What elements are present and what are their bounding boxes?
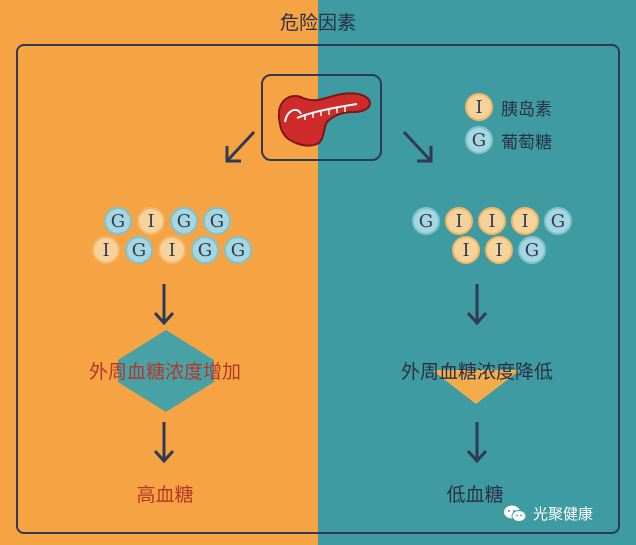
legend-insulin: I 胰岛素 xyxy=(465,93,552,121)
left-bottom-ball: G xyxy=(125,236,153,264)
left-result-label: 高血糖 xyxy=(136,484,194,506)
left-bottom-ball: G xyxy=(224,236,252,264)
right-effect-label: 外周血糖浓度降低 xyxy=(400,361,553,383)
arrow-right-down-2 xyxy=(466,422,488,464)
left-top-ball: G xyxy=(170,207,198,235)
right-bottom-ball: G xyxy=(518,236,546,264)
arrow-pancreas-to-right xyxy=(402,130,433,163)
watermark: 光聚健康 xyxy=(503,503,593,524)
legend-glucose-label: 葡萄糖 xyxy=(501,132,552,153)
left-top-ball: I xyxy=(137,207,165,235)
arrow-pancreas-to-left xyxy=(225,130,256,163)
arrow-left-down-1 xyxy=(153,284,175,326)
legend-insulin-label: 胰岛素 xyxy=(501,99,552,120)
right-top-ball: I xyxy=(478,207,506,235)
pancreas-icon xyxy=(277,92,371,147)
left-top-ball: G xyxy=(203,207,231,235)
right-result-label: 低血糖 xyxy=(446,484,504,506)
right-top-ball: G xyxy=(412,207,440,235)
left-bottom-ball: I xyxy=(158,236,186,264)
right-top-ball: G xyxy=(544,207,572,235)
legend-glucose: G 葡萄糖 xyxy=(465,126,552,154)
left-bottom-ball: I xyxy=(92,236,120,264)
right-bottom-ball: I xyxy=(452,236,480,264)
right-bottom-ball: I xyxy=(485,236,513,264)
right-top-ball: I xyxy=(511,207,539,235)
left-bottom-ball: G xyxy=(191,236,219,264)
arrow-left-down-2 xyxy=(153,422,175,464)
wechat-icon xyxy=(504,505,527,522)
legend-insulin-ball: I xyxy=(465,93,493,121)
left-top-ball: G xyxy=(104,207,132,235)
right-top-ball: I xyxy=(445,207,473,235)
legend-glucose-ball: G xyxy=(465,126,493,154)
diagram-frame xyxy=(16,44,620,534)
left-effect-label: 外周血糖浓度增加 xyxy=(88,361,241,383)
arrow-right-down-1 xyxy=(466,284,488,326)
watermark-text: 光聚健康 xyxy=(533,505,594,523)
right-decrease-shape xyxy=(432,370,520,404)
pancreas-box xyxy=(261,74,382,161)
diagram-title: 危险因素 xyxy=(279,12,356,34)
left-increase-shape xyxy=(118,330,214,412)
